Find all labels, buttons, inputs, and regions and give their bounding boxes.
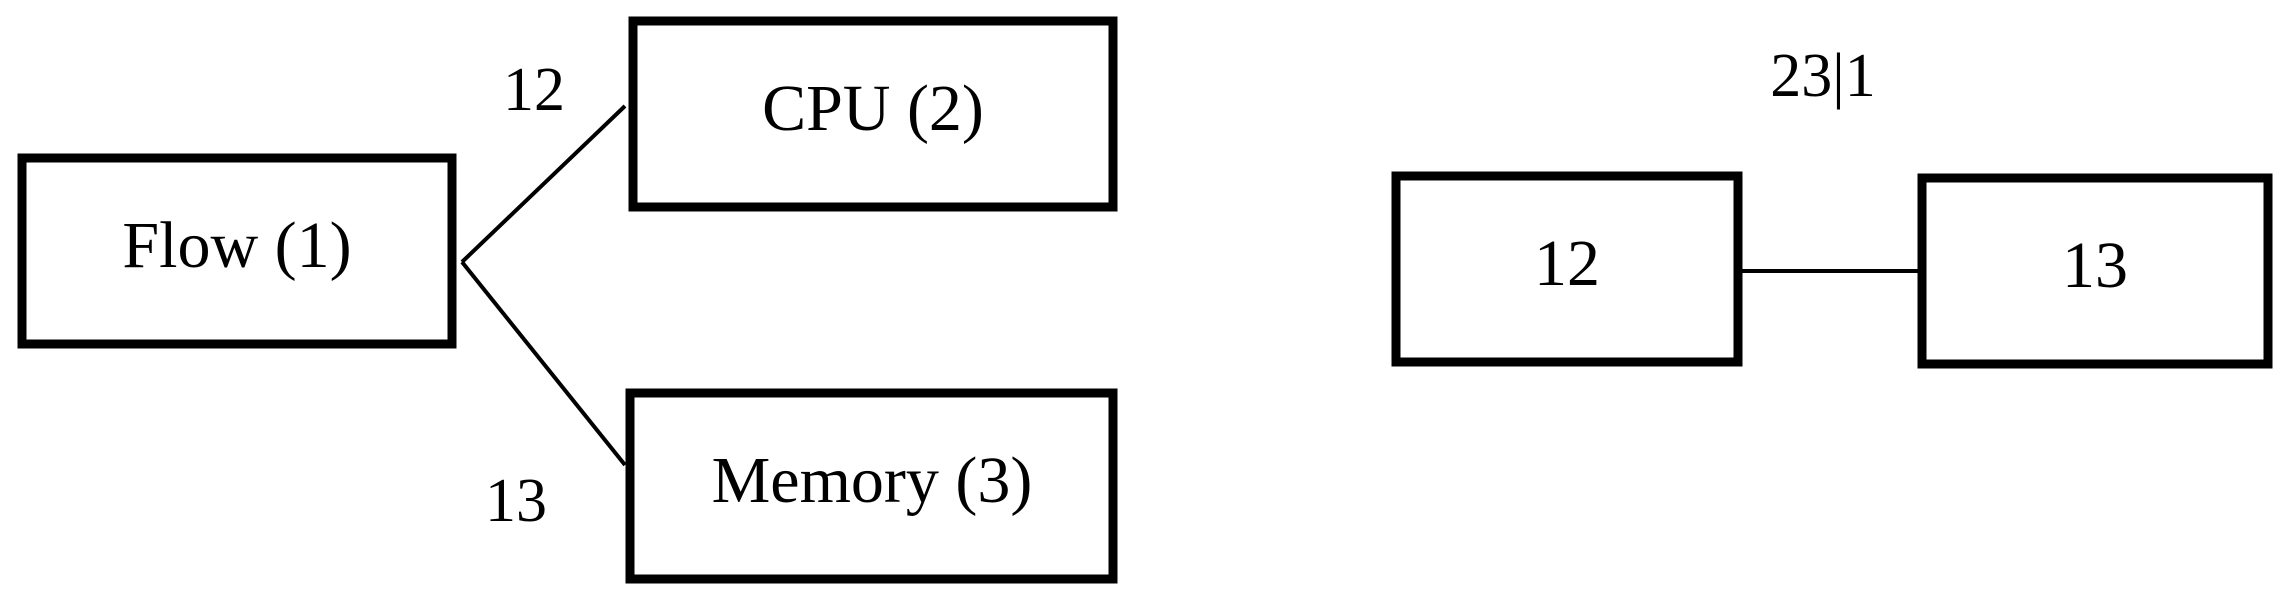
node-memory: Memory (3) — [625, 388, 1118, 584]
edge-flow-memory — [460, 260, 627, 467]
edge-flow-memory-label: 13 — [485, 467, 547, 535]
node-12: 12 — [1391, 171, 1743, 367]
node-flow-box — [17, 153, 457, 349]
node-cpu: CPU (2) — [628, 16, 1118, 212]
node-12-box — [1391, 171, 1743, 367]
edge-flow-cpu-label: 12 — [503, 56, 565, 124]
edge-flow-cpu — [460, 104, 627, 264]
right-diagram-title: 23|1 — [1770, 42, 1875, 110]
node-memory-label: Memory (3) — [712, 444, 1033, 517]
node-13: 13 — [1917, 173, 2273, 369]
node-12-label: 12 — [1534, 227, 1600, 300]
node-memory-box — [625, 388, 1118, 584]
node-cpu-label: CPU (2) — [762, 72, 984, 145]
right-diagram: 23|1 12 13 — [1391, 42, 2273, 369]
left-diagram: Flow (1) CPU (2) Memory (3) 12 13 — [17, 16, 1118, 584]
node-flow: Flow (1) — [17, 153, 457, 349]
node-flow-label: Flow (1) — [122, 209, 351, 282]
node-13-box — [1917, 173, 2273, 369]
node-13-label: 13 — [2062, 229, 2128, 302]
node-cpu-box — [628, 16, 1118, 212]
